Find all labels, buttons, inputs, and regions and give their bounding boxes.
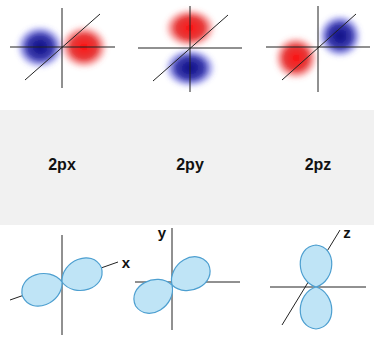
orbital-name: 2py	[176, 157, 204, 173]
py-lobes	[128, 228, 240, 330]
axis-label: x	[122, 255, 130, 270]
axis-label: z	[343, 225, 351, 240]
axis-label: y	[158, 225, 166, 240]
orbital-name: 2pz	[305, 157, 332, 173]
bottom-panel	[0, 225, 374, 349]
py-axes	[138, 6, 242, 92]
orbital-name: 2px	[48, 157, 76, 173]
top-panel	[0, 0, 374, 110]
px-lobes	[10, 235, 118, 335]
pz-lobes	[270, 230, 366, 329]
px-axes	[10, 8, 115, 88]
pz-axes	[266, 6, 370, 92]
